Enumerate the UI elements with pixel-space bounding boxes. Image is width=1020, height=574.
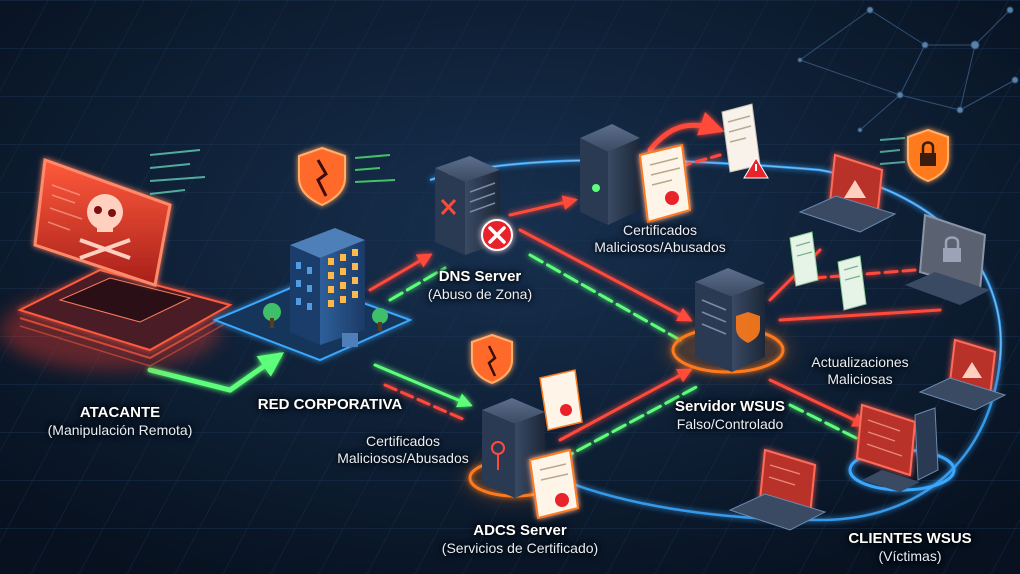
client-desktop-center [848,403,956,492]
certs-top-line1: Certificados [623,222,697,238]
update-documents [789,231,867,311]
updates-line1: Actualizaciones [811,354,909,370]
updates-label: Actualizaciones Maliciosas [790,354,930,387]
dns-server [435,156,500,255]
certificate-server-top [580,124,640,225]
client-laptop-top [798,153,897,233]
certificate-document-top [638,143,692,224]
client-code-lines [879,137,906,165]
client-laptop-right [918,338,1007,411]
adcs-label: ADCS Server (Servicios de Certificado) [420,522,620,556]
lock-shield-icon [907,128,949,183]
updates-line2: Maliciosas [827,370,893,387]
clients-label: CLIENTES WSUS (Víctimas) [830,530,990,564]
adcs-certificate-top [539,369,583,431]
corp-label: RED CORPORATIVA [240,396,420,414]
broken-shield-icon [298,146,346,207]
certs-left-line2: Maliciosos/Abusados [337,449,469,466]
adcs-certificate-bottom [528,448,580,520]
dns-title: DNS Server [438,268,522,285]
corp-title: RED CORPORATIVA [257,396,403,413]
dns-subtitle: (Abuso de Zona) [427,285,533,302]
clients-subtitle: (Víctimas) [878,547,942,564]
client-monitor-locked [905,213,990,305]
wsus-label: Servidor WSUS Falso/Controlado [650,398,810,432]
warning-icon [844,180,866,198]
adcs-broken-shield-icon [471,333,513,385]
corporate-building [212,228,413,362]
client-laptop-bottom [728,448,827,531]
clients-title: CLIENTES WSUS [848,530,972,547]
adcs-title: ADCS Server [473,522,567,539]
network-constellation [797,6,1019,133]
dns-label: DNS Server (Abuso de Zona) [400,268,560,302]
attacker-label: ATACANTE (Manipulación Remota) [20,404,220,438]
malicious-document [721,103,769,179]
error-x-icon [481,219,513,251]
certs-top-label: Certificados Maliciosos/Abusados [570,222,750,255]
certs-left-line1: Certificados [366,433,440,449]
corp-code-lines [354,154,396,183]
attacker-subtitle: (Manipulación Remota) [47,421,193,438]
adcs-subtitle: (Servicios de Certificado) [441,539,599,556]
shield-icon [736,312,760,343]
wsus-title: Servidor WSUS [674,398,786,415]
attacker-laptop [0,157,233,370]
wsus-subtitle: Falso/Controlado [676,415,784,432]
attacker-title: ATACANTE [79,404,161,421]
wsus-server [666,268,790,374]
certs-top-line2: Maliciosos/Abusados [594,238,726,255]
skull-icon [79,194,131,260]
certs-left-label: Certificados Maliciosos/Abusados [313,433,493,466]
attacker-code-lines [149,149,206,195]
